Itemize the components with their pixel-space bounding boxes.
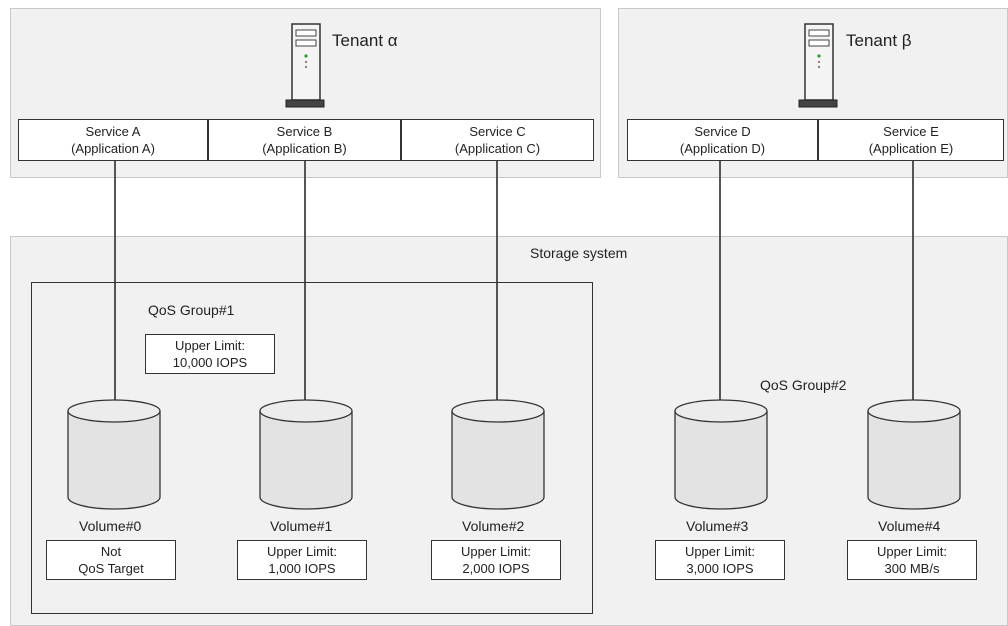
volume-3-label: Volume#3 — [686, 518, 749, 534]
volume-2-label: Volume#2 — [462, 518, 525, 534]
service-a-box: Service A (Application A) — [18, 119, 208, 161]
connector-line — [719, 160, 721, 404]
storage-system-label: Storage system — [530, 245, 628, 261]
limit-value: 2,000 IOPS — [462, 561, 530, 576]
volume-4-limit-box: Upper Limit: 300 MB/s — [847, 540, 977, 580]
application-name: (Application D) — [679, 141, 766, 156]
volume-cylinder-icon — [867, 399, 961, 510]
server-icon — [798, 23, 838, 108]
qos-group-1-label: QoS Group#1 — [148, 302, 235, 318]
service-name: Service D — [694, 124, 751, 139]
volume-cylinder-icon — [674, 399, 768, 510]
limit-label: Upper Limit: — [876, 544, 948, 559]
volume-4-label: Volume#4 — [878, 518, 941, 534]
limit-label: Not — [100, 544, 122, 559]
volume-1-limit-box: Upper Limit: 1,000 IOPS — [237, 540, 367, 580]
limit-label: Upper Limit: — [174, 338, 246, 353]
qos-group-1-box — [31, 282, 593, 614]
service-b-box: Service B (Application B) — [208, 119, 401, 161]
volume-2-limit-box: Upper Limit: 2,000 IOPS — [431, 540, 561, 580]
limit-value: 3,000 IOPS — [686, 561, 754, 576]
service-name: Service A — [85, 124, 141, 139]
volume-3-limit-box: Upper Limit: 3,000 IOPS — [655, 540, 785, 580]
service-e-box: Service E (Application E) — [818, 119, 1004, 161]
service-name: Service E — [883, 124, 939, 139]
application-name: (Application E) — [868, 141, 954, 156]
volume-cylinder-icon — [67, 399, 161, 510]
limit-value: QoS Target — [78, 561, 144, 576]
qos-group-1-limit-box: Upper Limit: 10,000 IOPS — [145, 334, 275, 374]
qos-group-2-label: QoS Group#2 — [760, 377, 847, 393]
application-name: (Application C) — [454, 141, 541, 156]
service-d-box: Service D (Application D) — [627, 119, 818, 161]
service-c-box: Service C (Application C) — [401, 119, 594, 161]
volume-1-label: Volume#1 — [270, 518, 333, 534]
limit-value: 1,000 IOPS — [268, 561, 336, 576]
limit-value: 10,000 IOPS — [172, 355, 248, 370]
application-name: (Application B) — [262, 141, 347, 156]
limit-label: Upper Limit: — [684, 544, 756, 559]
volume-0-limit-box: Not QoS Target — [46, 540, 176, 580]
limit-value: 300 MB/s — [884, 561, 940, 576]
application-name: (Application A) — [71, 141, 155, 156]
tenant-alpha-label: Tenant α — [332, 31, 398, 50]
server-icon — [285, 23, 325, 108]
service-name: Service B — [276, 124, 333, 139]
volume-0-label: Volume#0 — [79, 518, 142, 534]
volume-cylinder-icon — [451, 399, 545, 510]
connector-line — [912, 160, 914, 404]
limit-label: Upper Limit: — [266, 544, 338, 559]
tenant-beta-label: Tenant β — [846, 31, 912, 50]
service-name: Service C — [469, 124, 526, 139]
limit-label: Upper Limit: — [460, 544, 532, 559]
volume-cylinder-icon — [259, 399, 353, 510]
